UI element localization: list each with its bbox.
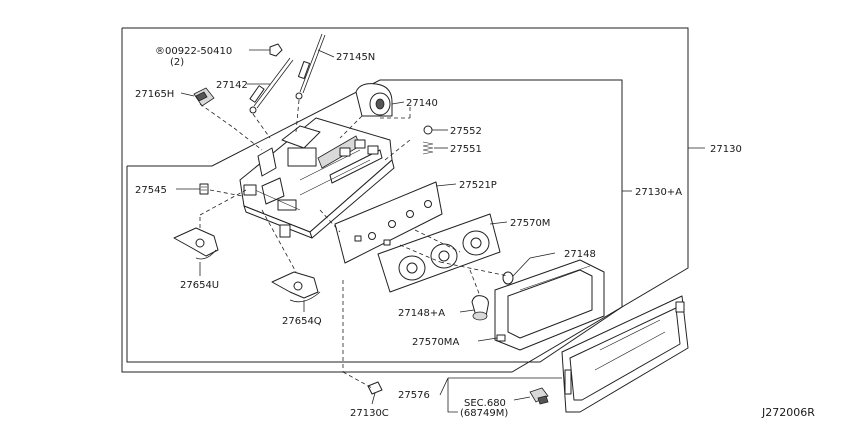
control-housing bbox=[239, 117, 395, 239]
clip-sec680 bbox=[513, 387, 549, 405]
label-27551: 27551 bbox=[450, 144, 482, 155]
knob-27148 bbox=[502, 252, 556, 285]
label-sec-ref: (68749M) bbox=[460, 408, 508, 419]
label-27130: 27130 bbox=[710, 144, 742, 155]
cam-27654Q bbox=[271, 271, 321, 312]
label-27654U: 27654U bbox=[180, 280, 219, 291]
label-00922-50410: ®00922-50410 bbox=[155, 46, 232, 57]
cam-27654U bbox=[173, 227, 219, 276]
label-27130C: 27130C bbox=[350, 408, 389, 419]
label-27570M: 27570M bbox=[510, 218, 550, 229]
bezel-27570M bbox=[377, 213, 508, 293]
diagram-id: J272006R bbox=[761, 406, 815, 419]
part-labels: ®00922-50410 (2) 27145N 27142 27165H 271… bbox=[135, 46, 815, 419]
spring-27551 bbox=[422, 141, 448, 155]
label-27148A: 27148+A bbox=[398, 308, 445, 319]
label-27140: 27140 bbox=[406, 98, 438, 109]
label-27521P: 27521P bbox=[459, 180, 497, 191]
frame-27570MA bbox=[477, 259, 605, 351]
assembly-frame-27130 bbox=[121, 27, 689, 373]
panel-27521P bbox=[334, 181, 457, 264]
label-27130A: 27130+A bbox=[635, 187, 682, 198]
label-27145N: 27145N bbox=[336, 52, 375, 63]
label-27552: 27552 bbox=[450, 126, 482, 137]
motor-27140 bbox=[355, 83, 405, 117]
label-27165H: 27165H bbox=[135, 89, 174, 100]
cable-27145N bbox=[295, 33, 335, 100]
finisher-27576 bbox=[439, 295, 689, 413]
label-27545: 27545 bbox=[135, 185, 167, 196]
screw-27545 bbox=[176, 183, 209, 195]
ring-27552 bbox=[423, 125, 448, 135]
assembly-frame-27130A bbox=[126, 79, 623, 363]
assembly-guides bbox=[199, 99, 509, 297]
label-sec680: SEC.680 bbox=[464, 398, 506, 409]
cable-27142 bbox=[247, 57, 294, 114]
label-27570MA: 27570MA bbox=[412, 337, 459, 348]
knob-27148A bbox=[459, 295, 489, 321]
label-00922-qty: (2) bbox=[170, 57, 184, 68]
label-27142: 27142 bbox=[216, 80, 248, 91]
label-27654Q: 27654Q bbox=[282, 316, 322, 327]
part-27165H bbox=[180, 87, 215, 107]
screw-27130C bbox=[342, 280, 383, 405]
label-27148: 27148 bbox=[564, 249, 596, 260]
clip-00922 bbox=[249, 43, 283, 57]
label-27576: 27576 bbox=[398, 390, 430, 401]
